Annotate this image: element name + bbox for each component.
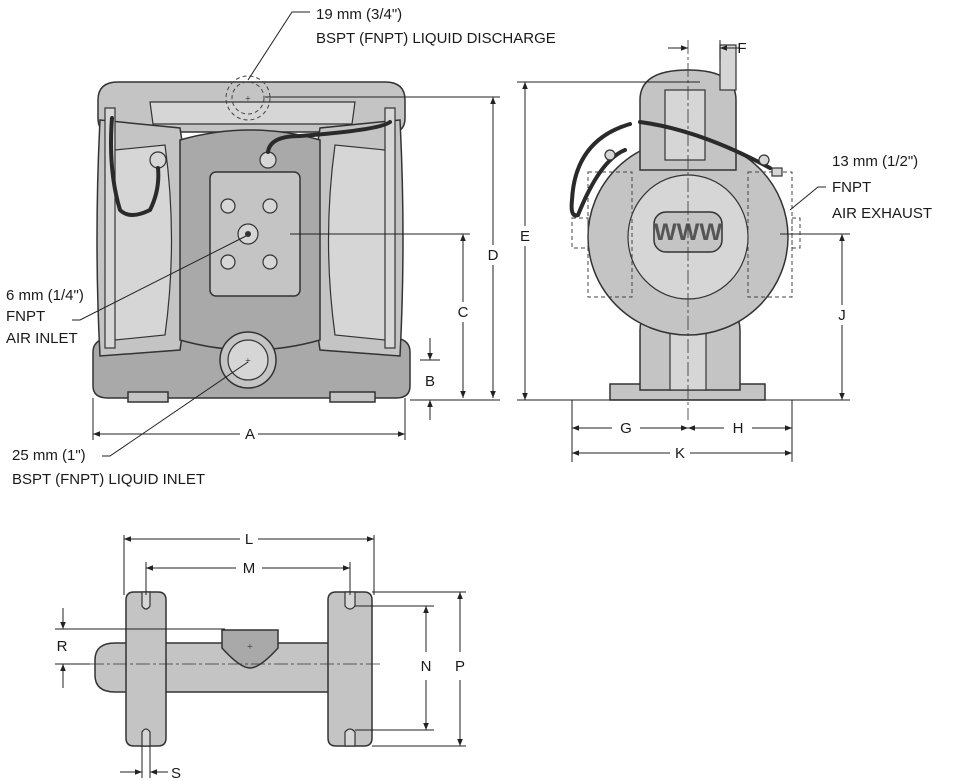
dim-label-c: C: [458, 304, 469, 321]
dim-label-s: S: [171, 765, 181, 781]
front-hose-right: [266, 120, 392, 154]
liquid-discharge-port: [225, 75, 271, 121]
liquid-inlet-size-label: 25 mm (1"): [12, 447, 86, 464]
svg-text:+: +: [247, 642, 253, 653]
discharge-size-label: 19 mm (3/4"): [316, 6, 402, 23]
dim-label-e: E: [520, 228, 530, 245]
dim-label-j: J: [838, 307, 846, 324]
front-foot-right: [329, 391, 376, 403]
air-exhaust-thread-label: FNPT: [832, 179, 871, 196]
dim-label-l: L: [245, 531, 253, 548]
dim-label-g: G: [620, 420, 632, 437]
side-view: WWW: [569, 40, 801, 420]
dimension-letters: A B C D E F G H J K L M N P R S: [57, 40, 846, 781]
air-inlet-size-label: 6 mm (1/4"): [6, 287, 84, 304]
dim-label-k: K: [675, 445, 685, 462]
front-view-dimensions: [92, 96, 500, 440]
svg-text:+: +: [245, 356, 251, 367]
dim-label-d: D: [488, 247, 499, 264]
dim-label-m: M: [243, 560, 256, 577]
dim-label-n: N: [421, 658, 432, 675]
front-hose-left: [109, 116, 161, 217]
side-hose-left: [569, 122, 632, 218]
front-foot-left: [127, 391, 169, 403]
side-view-dimensions: [517, 40, 850, 462]
discharge-type-label: BSPT (FNPT) LIQUID DISCHARGE: [316, 30, 556, 47]
bottom-view-dimensions: [55, 535, 466, 778]
front-manifold-slot: [149, 101, 356, 125]
side-muffler-left: [587, 171, 633, 298]
dim-label-h: H: [733, 420, 744, 437]
bottom-view: +: [90, 591, 380, 747]
air-exhaust-size-label: 13 mm (1/2"): [832, 153, 918, 170]
bottom-foot-left: [125, 591, 167, 747]
svg-text:+: +: [245, 94, 251, 105]
dim-label-p: P: [455, 658, 465, 675]
dim-label-r: R: [57, 638, 68, 655]
bottom-foot-right: [327, 591, 373, 747]
air-inlet-thread-label: FNPT: [6, 308, 45, 325]
side-hose-top: [638, 120, 772, 170]
dim-label-a: A: [245, 426, 255, 443]
air-exhaust-name-label: AIR EXHAUST: [832, 205, 932, 222]
dim-label-f: F: [737, 40, 746, 57]
front-view: + +: [92, 75, 411, 403]
liquid-inlet-type-label: BSPT (FNPT) LIQUID INLET: [12, 471, 205, 488]
dim-label-b: B: [425, 373, 435, 390]
callout-texts: 19 mm (3/4") BSPT (FNPT) LIQUID DISCHARG…: [6, 6, 932, 488]
air-inlet-name-label: AIR INLET: [6, 330, 78, 347]
bottom-inlet-port: [221, 629, 279, 669]
callout-leaders: [72, 11, 826, 457]
